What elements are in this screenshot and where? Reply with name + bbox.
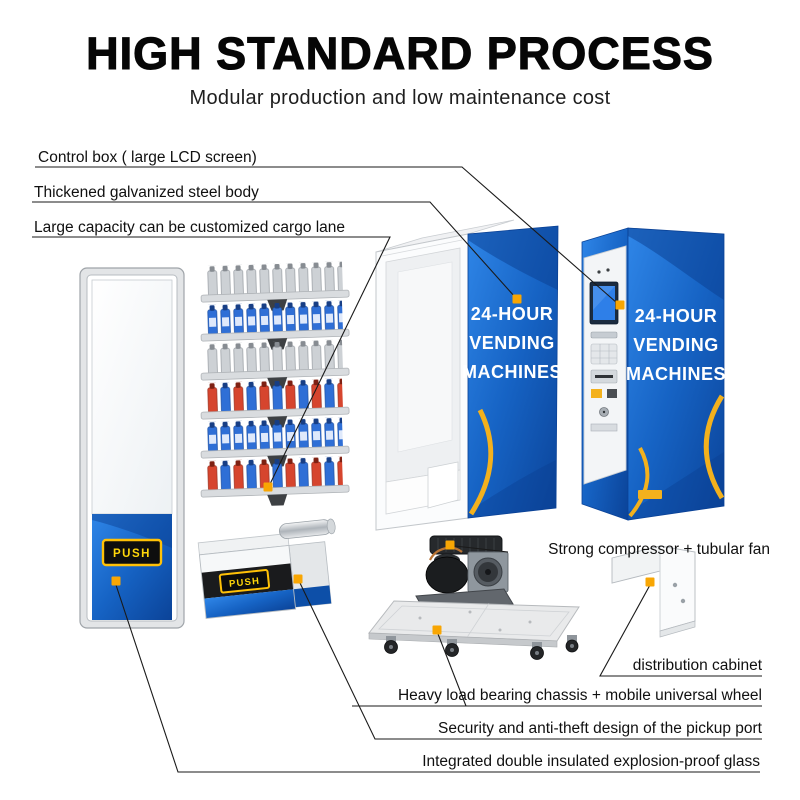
part-markers (111, 294, 655, 635)
header: HIGH STANDARD PROCESS Modular production… (0, 27, 800, 110)
caster-wheel (384, 636, 398, 654)
payment-panel (583, 245, 627, 485)
part-marker (645, 577, 655, 587)
caster-wheel (565, 635, 579, 653)
part-marker (263, 482, 273, 492)
callout-steel-body: Thickened galvanized steel body (34, 184, 259, 201)
page-title: HIGH STANDARD PROCESS (86, 27, 714, 79)
side-banner-panel: 24-HOUR VENDING MACHINES (462, 225, 562, 519)
callout-chassis: Heavy load bearing chassis + mobile univ… (397, 687, 762, 704)
fan-unit (467, 551, 509, 593)
banner-line: MACHINES (626, 364, 726, 384)
glass-door-illustration: PUSH (79, 267, 185, 629)
cargo-shelf-row (200, 456, 350, 506)
lock (599, 407, 609, 417)
connector-compressor (454, 545, 509, 553)
part-marker (111, 576, 121, 586)
pickup-push-sign: PUSH (218, 569, 271, 594)
speaker-hole (606, 268, 610, 272)
part-marker (512, 294, 522, 304)
caster-wheel (530, 642, 544, 660)
pickup-push-label: PUSH (228, 576, 260, 590)
callout-distribution-cabinet: distribution cabinet (632, 657, 762, 674)
bill-acceptor (590, 369, 618, 384)
connector-distribution-cabinet (599, 584, 762, 677)
part-marker (293, 574, 303, 584)
callout-pickup-port: Security and anti-theft design of the pi… (438, 720, 762, 737)
card-slot (590, 331, 618, 339)
pickup-port-illustration: PUSH (197, 518, 336, 619)
page-subtitle: Modular production and low maintenance c… (189, 87, 611, 109)
connector-glass (115, 584, 760, 773)
cabinet-body-illustration: 24-HOUR VENDING MACHINES (375, 219, 562, 531)
connector-control-box (35, 166, 618, 304)
callout-compressor: Strong compressor + tubular fan (548, 541, 770, 558)
banner-line: VENDING (469, 333, 555, 353)
connector-steel-body (32, 201, 516, 298)
banner-line: VENDING (633, 335, 719, 355)
door-push-sign: PUSH (101, 538, 163, 567)
roller (279, 518, 336, 539)
callout-connectors (32, 166, 762, 773)
brand-badge (638, 490, 662, 499)
keypad (590, 343, 618, 365)
lcd-screen (589, 281, 619, 325)
compressor-pot (425, 556, 469, 594)
vent (590, 423, 618, 432)
door-blue-panel (92, 514, 172, 620)
distribution-cabinet-illustration (611, 545, 696, 638)
chassis-illustration (368, 600, 580, 660)
part-marker (615, 300, 625, 310)
door-glass (91, 279, 173, 515)
door-push-label: PUSH (113, 548, 151, 560)
banner-line: MACHINES (462, 362, 562, 382)
part-marker (445, 540, 455, 550)
connector-chassis (437, 633, 467, 707)
callout-cargo-lane: Large capacity can be customized cargo l… (34, 219, 346, 236)
caster-wheel (445, 639, 459, 657)
cargo-shelves-illustration (200, 261, 350, 506)
vending-machine-illustration: 24-HOUR VENDING MACHINES (581, 227, 726, 521)
connector-pickup-port (299, 582, 762, 740)
banner-line: 24-HOUR (471, 304, 554, 324)
callout-glass: Integrated double insulated explosion-pr… (422, 753, 760, 770)
tubular-fan (429, 535, 503, 555)
machine-front-panel: 24-HOUR VENDING MACHINES (626, 227, 726, 521)
sticker (591, 389, 602, 398)
coin-slot (607, 389, 617, 398)
banner-line: 24-HOUR (635, 306, 718, 326)
callout-control-box: Control box ( large LCD screen) (38, 149, 257, 166)
part-marker (432, 625, 442, 635)
connector-cargo-lane (32, 236, 391, 485)
speaker-hole (597, 270, 601, 274)
